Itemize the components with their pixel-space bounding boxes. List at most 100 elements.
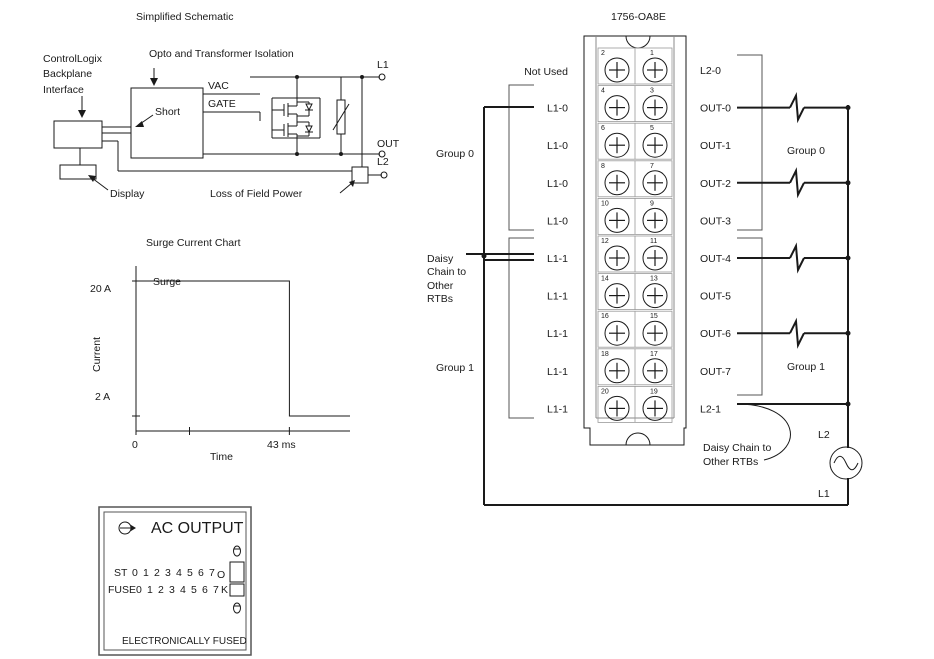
terminal-screw-icon [604,95,630,121]
opto-isolation-box [130,87,204,159]
terminal-number-left: 12 [601,238,609,245]
terminal-number-right: 5 [650,125,654,132]
group0-left-bracket [508,84,534,231]
terminal-number-right: 11 [650,238,657,245]
terminal-label-right: OUT-0 [700,103,731,115]
terminal-screw-icon [604,245,630,271]
surge-label: Surge [153,276,181,288]
group1-right-label: Group 1 [787,361,825,373]
terminal-label-left: L1-1 [547,328,568,340]
rtb-bottom-latch [625,432,651,446]
terminal-number-left: 6 [601,125,605,132]
x-tick-43ms: 43 ms [267,439,296,451]
terminal-label-right: OUT-5 [700,291,731,303]
o-indicator: O [217,569,225,581]
terminal-label-right: OUT-2 [700,178,731,190]
terminal-label-left: L1-1 [547,366,568,378]
daisy-left-line4: RTBs [427,293,453,305]
terminal-number-left: 14 [601,276,609,283]
st-digit: 4 [176,567,182,579]
backplane-label-line2: Backplane [43,68,92,80]
st-digit: 0 [132,567,138,579]
display-label: Display [110,188,145,200]
terminal-screw-icon [642,283,668,309]
terminal-number-right: 19 [650,388,658,395]
load-icon [789,91,805,124]
terminal-screw-icon [642,132,668,158]
x-tick-0: 0 [132,439,138,451]
terminal-label-left: L1-0 [547,103,568,115]
group0-left-label: Group 0 [436,148,474,160]
terminal-number-right: 7 [650,163,654,170]
terminal-screw-icon [604,283,630,309]
terminal-screw-icon [604,358,630,384]
terminal-label-left: L1-1 [547,403,568,415]
terminal-label-left: L1-0 [547,178,568,190]
fuse-digit: 1 [147,584,153,596]
loss-of-field-power-label: Loss of Field Power [210,188,303,200]
terminal-number-left: 16 [601,313,609,320]
load-icon [789,242,805,274]
terminal-number-right: 15 [650,313,658,320]
l2-terminal [380,171,388,179]
group1-right-bracket [737,237,763,396]
fuse-led-window [229,583,245,597]
daisy-left-line2: Chain to [427,266,466,278]
backplane-label-line3: Interface [43,84,84,96]
terminal-label-left: L1-1 [547,253,568,265]
y-tick-2a: 2 A [95,391,110,403]
daisy-right-wire [736,403,791,461]
terminal-screw-icon [642,57,668,83]
terminal-screw-icon [604,207,630,233]
l1-label: L1 [377,59,389,71]
vac-label: VAC [208,80,229,92]
st-digit: 7 [209,567,215,579]
out-terminal [378,150,386,158]
terminal-number-left: 10 [601,200,609,207]
terminal-screw-icon [604,170,630,196]
fuse-digit: 7 [213,584,219,596]
fuse-digit: 4 [180,584,186,596]
out-label: OUT [377,138,400,150]
load-icon [789,317,805,349]
st-digit: 1 [143,567,149,579]
terminal-screw-icon [642,320,668,346]
load-icon [789,167,805,199]
terminal-label-left: L1-1 [547,291,568,303]
daisy-left-line3: Other [427,280,454,292]
ac-source-icon [829,446,863,480]
terminal-label-right: OUT-6 [700,328,731,340]
fuse-digit: 2 [158,584,164,596]
group1-left-bracket [508,237,534,419]
terminal-number-right: 1 [650,50,654,57]
terminal-label-left: Not Used [524,66,568,78]
surge-curve [136,280,350,417]
terminal-label-right: OUT-4 [700,253,731,265]
fuse-label: FUSE [108,584,136,596]
st-digit: 5 [187,567,193,579]
terminal-label-left: L1-0 [547,215,568,227]
terminal-number-left: 4 [601,88,605,95]
l1-terminal [378,73,386,81]
panel-title: AC OUTPUT [151,520,244,537]
fuse-digit: 0 [136,584,142,596]
terminal-screw-icon [604,395,630,421]
terminal-screw-icon [642,358,668,384]
terminal-label-right: L2-0 [700,65,721,77]
backplane-label-line1: ControlLogix [43,53,103,65]
st-digit: 3 [165,567,171,579]
backplane-arrowhead [78,110,86,118]
terminal-number-right: 3 [650,88,654,95]
daisy-right-line2: Other RTBs [703,456,758,468]
st-digit: 6 [198,567,204,579]
source-l1-label: L1 [818,488,830,500]
terminal-screw-icon [642,207,668,233]
x-axis-label: Time [210,451,233,463]
daisy-left-line1: Daisy [427,253,454,265]
st-digit: 2 [154,567,160,579]
terminal-number-right: 13 [650,276,658,283]
terminal-number-left: 18 [601,351,609,358]
terminal-screw-icon [604,132,630,158]
